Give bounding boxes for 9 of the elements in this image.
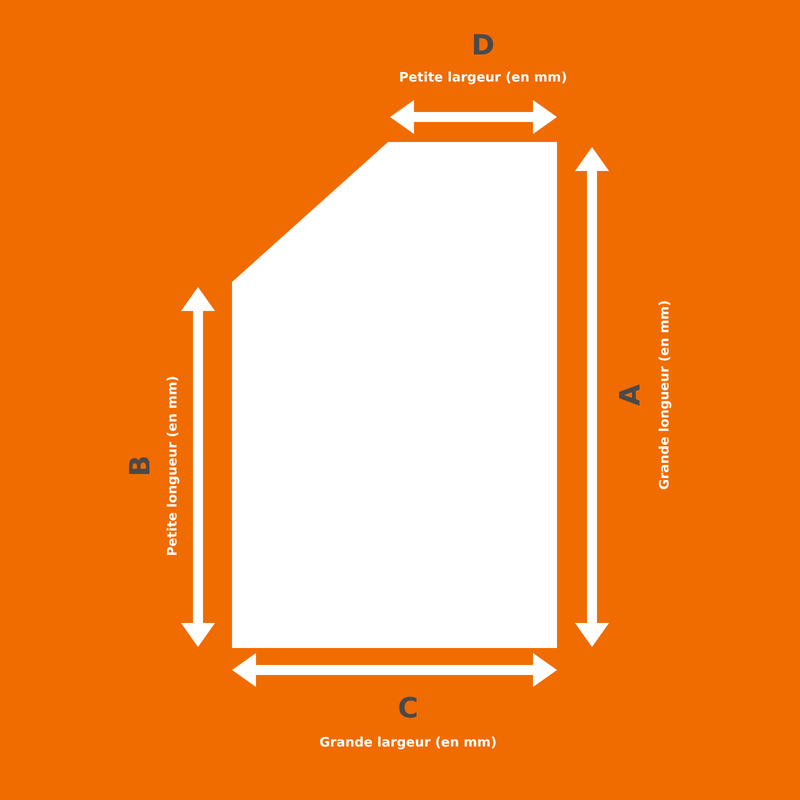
- glass-panel-shape: [232, 142, 557, 648]
- dimension-letter: C: [398, 692, 418, 724]
- dimension-letter: A: [614, 384, 646, 406]
- dimension-letter: B: [124, 455, 156, 477]
- dimension-caption: Petite longueur (en mm): [166, 376, 180, 556]
- dimension-caption: Grande largeur (en mm): [319, 736, 497, 750]
- dimension-letter: D: [471, 28, 495, 62]
- dimension-caption: Petite largeur (en mm): [398, 70, 568, 86]
- dimension-caption: Grande longueur (en mm): [658, 300, 672, 490]
